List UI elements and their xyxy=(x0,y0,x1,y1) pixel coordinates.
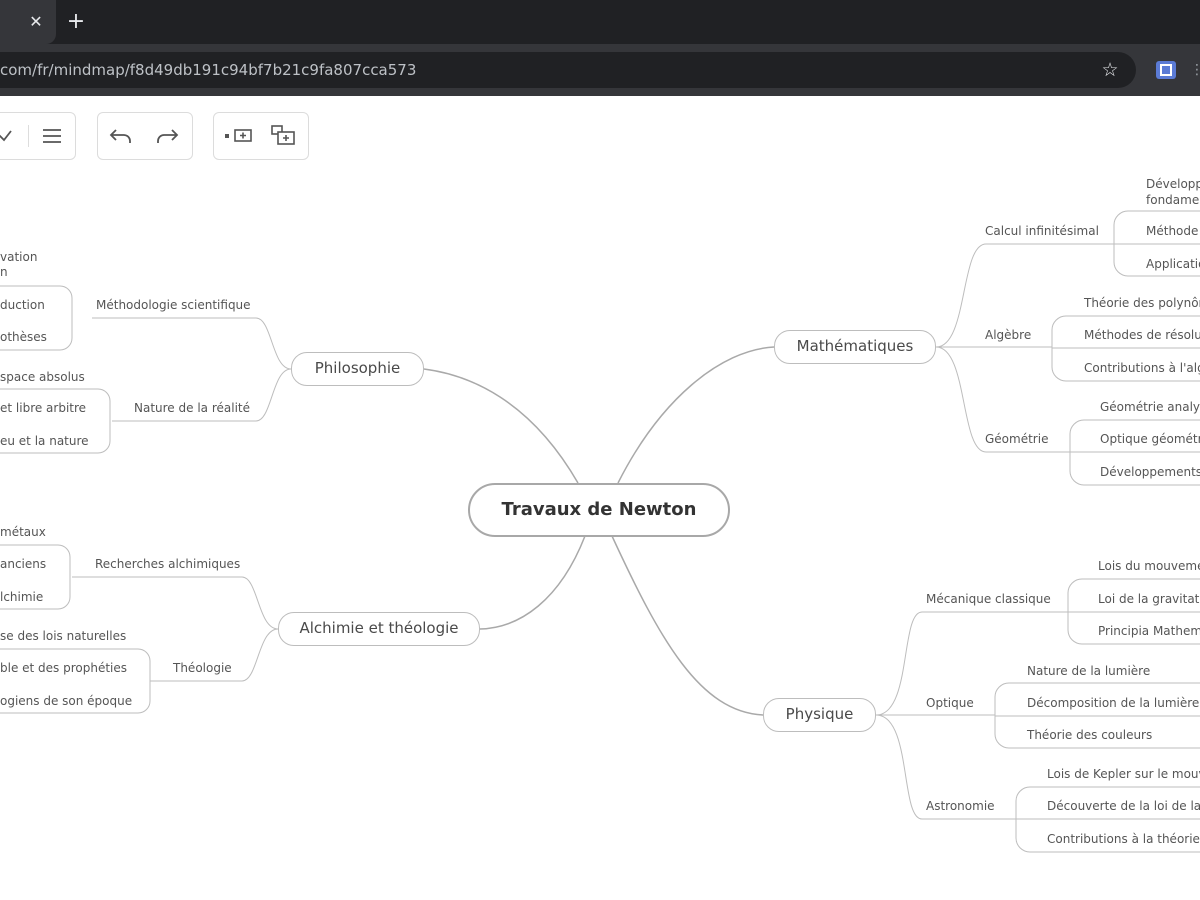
node-recherches-alchimiques[interactable]: Recherches alchimiques xyxy=(95,557,241,571)
active-tab[interactable]: ✕ xyxy=(0,0,56,44)
node-theologie[interactable]: Théologie xyxy=(173,661,232,675)
mindmap-connectors xyxy=(0,210,1200,853)
leaf-node[interactable]: et libre arbitre xyxy=(0,401,87,415)
leaf-node[interactable]: Théorie des couleurs xyxy=(1027,728,1153,742)
leaf-node[interactable]: Méthode xyxy=(1146,224,1199,238)
leaf-node[interactable]: Lois du mouvemen xyxy=(1098,559,1200,573)
root-node[interactable]: Travaux de Newton xyxy=(468,483,730,537)
leaf-node[interactable]: Optique géométri xyxy=(1100,432,1200,446)
leaf-node[interactable]: ble et des prophéties xyxy=(0,661,128,675)
redo-icon[interactable] xyxy=(154,123,180,149)
view-toolbar-group xyxy=(0,112,76,160)
leaf-node[interactable]: Principia Mathema xyxy=(1098,624,1200,638)
extension-icon[interactable] xyxy=(1154,58,1178,82)
leaf-node[interactable]: Applicatio xyxy=(1146,257,1200,271)
node-algebre[interactable]: Algèbre xyxy=(985,328,1032,342)
overflow-icon[interactable]: ⋮ xyxy=(1190,62,1200,78)
branch-mathematiques[interactable]: Mathématiques xyxy=(774,330,936,364)
history-toolbar-group xyxy=(97,112,193,160)
leaf-node[interactable]: lchimie xyxy=(0,590,44,604)
leaf-node[interactable]: vation xyxy=(0,250,38,264)
leaf-node[interactable]: othèses xyxy=(0,330,47,344)
leaf-node[interactable]: eu et la nature xyxy=(0,434,89,448)
branch-alchimie[interactable]: Alchimie et théologie xyxy=(278,612,480,646)
leaf-node[interactable]: space absolus xyxy=(0,370,85,384)
leaf-node[interactable]: Théorie des polynôm xyxy=(1084,296,1200,310)
leaf-node[interactable]: Développe xyxy=(1146,177,1200,191)
branch-physique[interactable]: Physique xyxy=(763,698,876,732)
toolbar-divider xyxy=(28,125,29,147)
address-bar-area xyxy=(0,44,1200,96)
leaf-node[interactable]: Développements c xyxy=(1100,465,1200,479)
leaf-node[interactable]: duction xyxy=(0,298,45,312)
leaf-node[interactable]: Géométrie analyti xyxy=(1100,400,1200,414)
close-icon[interactable]: ✕ xyxy=(29,12,43,31)
branch-philosophie[interactable]: Philosophie xyxy=(291,352,424,386)
leaf-node[interactable]: Décomposition de la lumière bl xyxy=(1027,696,1200,710)
leaf-node[interactable]: n xyxy=(0,265,8,279)
node-calcul-infinitesimal[interactable]: Calcul infinitésimal xyxy=(985,224,1099,238)
tab-bar: ✕ + xyxy=(0,0,1200,44)
node-methodologie[interactable]: Méthodologie scientifique xyxy=(96,298,251,312)
leaf-node[interactable]: fondamen xyxy=(1146,193,1200,207)
leaf-node[interactable]: ogiens de son époque xyxy=(0,694,133,708)
node-toolbar-group xyxy=(213,112,309,160)
node-mecanique-classique[interactable]: Mécanique classique xyxy=(926,592,1051,606)
leaf-node[interactable]: se des lois naturelles xyxy=(0,629,127,643)
leaf-node[interactable]: Découverte de la loi de la gr xyxy=(1047,799,1200,813)
node-astronomie[interactable]: Astronomie xyxy=(926,799,995,813)
node-geometrie[interactable]: Géométrie xyxy=(985,432,1049,446)
node-optique[interactable]: Optique xyxy=(926,696,974,710)
leaf-node[interactable]: Lois de Kepler sur le mouve xyxy=(1047,767,1200,781)
add-sibling-node-icon[interactable] xyxy=(224,123,254,149)
leaf-node[interactable]: Contributions à l'algè xyxy=(1084,361,1200,375)
plus-icon[interactable]: + xyxy=(66,9,86,34)
leaf-node[interactable]: Loi de la gravitatio xyxy=(1098,592,1200,606)
leaf-node[interactable]: Nature de la lumière xyxy=(1027,664,1151,678)
star-icon[interactable]: ☆ xyxy=(1101,59,1119,81)
undo-icon[interactable] xyxy=(108,123,134,149)
omnibox[interactable] xyxy=(0,52,1136,88)
node-nature-realite[interactable]: Nature de la réalité xyxy=(134,401,250,415)
menu-icon[interactable] xyxy=(39,123,65,149)
leaf-node[interactable]: anciens xyxy=(0,557,47,571)
check-icon[interactable] xyxy=(0,123,21,149)
leaf-node[interactable]: métaux xyxy=(0,525,46,539)
leaf-node[interactable]: Contributions à la théorie d xyxy=(1047,832,1200,846)
url-text[interactable]: com/fr/mindmap/f8d49db191c94bf7b21c9fa80… xyxy=(0,61,417,79)
leaf-node[interactable]: Méthodes de résolut xyxy=(1084,328,1200,342)
add-child-node-icon[interactable] xyxy=(270,123,300,149)
